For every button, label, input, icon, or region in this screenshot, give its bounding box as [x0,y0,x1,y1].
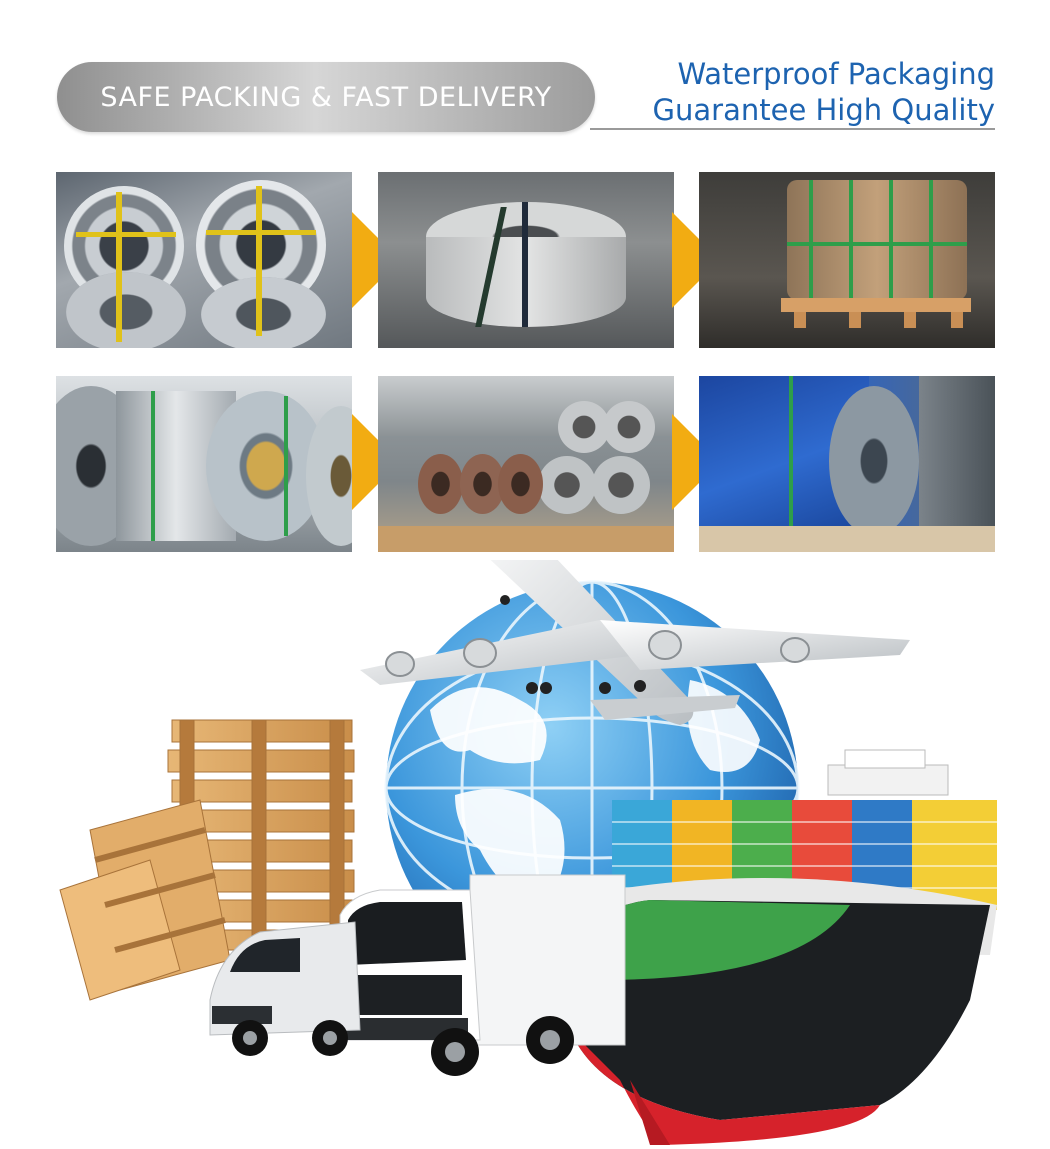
logistics-illustration [59,560,997,1145]
header-pill: SAFE PACKING & FAST DELIVERY [57,62,595,132]
van-icon [209,921,361,1056]
photo-wrapped-coil [378,172,674,348]
slogan-line-2: Guarantee High Quality [652,93,995,127]
photo-coils-in-warehouse [378,376,674,552]
photo-blue-wrapped-coil [699,376,995,552]
header-divider [590,128,995,130]
photo-packed-coil-on-pallet [699,172,995,348]
photo-steel-coils-green-straps [56,376,352,552]
container-ship-icon [552,749,997,1145]
photo-steel-strip-coils [56,172,352,348]
truck-icon [338,874,626,1076]
slogan-line-1: Waterproof Packaging [677,57,995,91]
airplane-icon [360,560,910,725]
header-pill-text: SAFE PACKING & FAST DELIVERY [100,81,552,113]
pallet-stack-icon [59,719,355,1001]
